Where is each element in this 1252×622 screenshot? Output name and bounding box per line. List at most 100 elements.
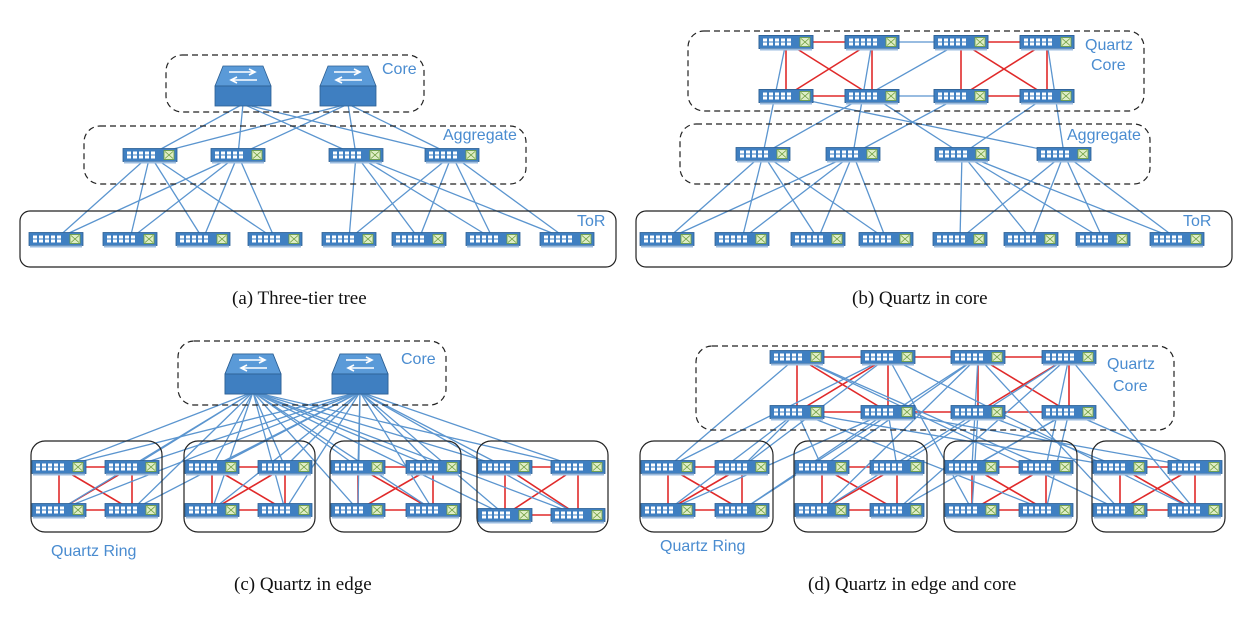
switch-port	[669, 467, 673, 471]
switch-port	[774, 353, 778, 357]
switch-base	[124, 161, 176, 164]
switch-port	[798, 353, 802, 357]
panel-d-link-ring3-sw3-b	[1068, 356, 1196, 511]
switch-port	[775, 92, 779, 96]
switch-port	[719, 467, 723, 471]
panel-d-ring3-switch-3	[944, 503, 1000, 519]
switch-port	[805, 510, 809, 514]
panel-c-link-core0-ring0	[58, 391, 254, 511]
switch-indicator-mark	[146, 463, 156, 471]
switch-port	[579, 511, 583, 515]
panel-a-link-agg1-tor3	[237, 154, 276, 240]
switch-port	[774, 357, 778, 361]
switch-port	[145, 151, 149, 155]
switch-port	[506, 463, 510, 467]
switch-port	[435, 151, 439, 155]
switch-indicator-mark	[507, 235, 517, 243]
switch-port	[107, 239, 111, 243]
switch-port	[1098, 235, 1102, 239]
switch-port	[326, 235, 330, 239]
switch-port	[883, 412, 887, 416]
panel-b-tor-label: ToR	[1183, 213, 1211, 230]
panel-b-core-switch-top-4	[844, 89, 900, 105]
switch-port	[877, 353, 881, 357]
switch-port	[567, 467, 571, 471]
switch-port	[854, 154, 858, 158]
switch-port	[1029, 506, 1033, 510]
switch-indicator-mark	[902, 353, 912, 361]
switch-port	[1047, 510, 1051, 514]
switch-port	[1041, 154, 1045, 158]
switch-base	[177, 245, 229, 248]
switch-indicator-mark	[975, 38, 985, 46]
switch-port	[1178, 235, 1182, 239]
panel-d-link-ring1-sw0-a	[796, 411, 823, 468]
panel-b-core-label-line2: Core	[1091, 57, 1126, 74]
switch-port	[869, 239, 873, 243]
panel-c-link-core0-ring1	[252, 391, 286, 468]
panel-d-link-ring2-sw1-b	[796, 356, 1047, 468]
switch-port	[131, 235, 135, 239]
panel-b-caption: (b) Quartz in core	[852, 288, 988, 309]
switch-port	[1166, 239, 1170, 243]
switch-port	[428, 506, 432, 510]
switch-port	[1030, 96, 1034, 100]
router-arrows	[346, 356, 374, 372]
panel-b-link-agg3-tor7	[1063, 153, 1178, 240]
switch-port	[651, 467, 655, 471]
switch-port	[201, 510, 205, 514]
switch-port	[151, 155, 155, 159]
switch-indicator-mark	[777, 150, 787, 158]
switch-port	[651, 506, 655, 510]
switch-port	[719, 463, 723, 467]
switch-port	[470, 239, 474, 243]
switch-port	[556, 235, 560, 239]
switch-port	[1115, 506, 1119, 510]
switch-port	[645, 463, 649, 467]
switch-port	[865, 412, 869, 416]
switch-indicator-mark	[363, 235, 373, 243]
switch-base	[952, 363, 1004, 366]
switch-port	[429, 155, 433, 159]
switch-port	[962, 96, 966, 100]
switch-port	[763, 42, 767, 46]
switch-port	[201, 463, 205, 467]
switch-port	[339, 155, 343, 159]
switch-port	[939, 150, 943, 154]
switch-port	[786, 408, 790, 412]
switch-base	[186, 473, 238, 476]
switch-base	[104, 245, 156, 248]
panel-d-core-switch-8	[1041, 405, 1097, 421]
switch-port	[1172, 467, 1176, 471]
switch-base	[760, 102, 812, 105]
switch-port	[863, 239, 867, 243]
switch-port	[494, 463, 498, 467]
panel-b-tor-switch-3	[790, 232, 846, 248]
switch-port	[488, 239, 492, 243]
panel-b-link-agg2-tor6	[961, 153, 1104, 240]
switch-port	[663, 510, 667, 514]
panel-c-ring4-switch-1	[477, 460, 533, 476]
panel-d-link-ring3-sw3-a	[887, 356, 1196, 511]
switch-port	[1046, 408, 1050, 412]
panel-a-link-agg2-tor7	[355, 154, 568, 240]
panel-c-core-box	[177, 340, 447, 406]
switch-port	[973, 357, 977, 361]
panel-a-tor-switch-5	[321, 232, 377, 248]
switch-base	[716, 245, 768, 248]
switch-port	[60, 467, 64, 471]
switch-port	[1046, 412, 1050, 416]
switch-base	[796, 516, 848, 519]
switch-port	[494, 467, 498, 471]
switch-port	[961, 239, 965, 243]
switch-port	[1121, 463, 1125, 467]
switch-base	[33, 516, 85, 519]
panel-c-link-core0-ring2	[252, 391, 359, 468]
switch-port	[758, 150, 762, 154]
switch-port	[1029, 510, 1033, 514]
switch-port	[880, 463, 884, 467]
switch-port	[453, 151, 457, 155]
switch-indicator-mark	[811, 408, 821, 416]
switch-indicator-mark	[756, 506, 766, 514]
switch-port	[943, 235, 947, 239]
